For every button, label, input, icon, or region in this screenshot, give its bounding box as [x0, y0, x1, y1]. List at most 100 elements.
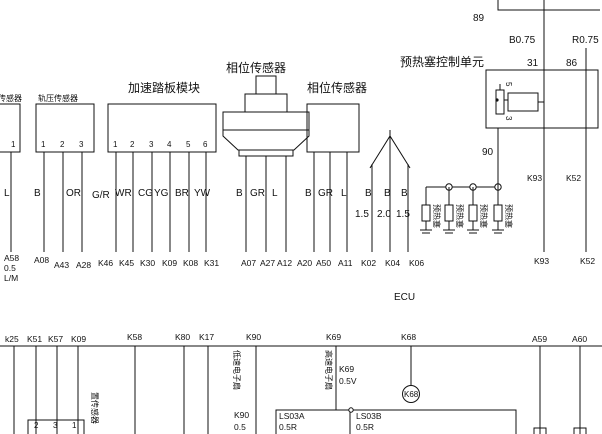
k68-circle-label: K68	[404, 390, 419, 399]
bottom-pin: K90	[246, 332, 261, 342]
bottom-wires	[13, 346, 581, 434]
glow-plug-4-label: 预热塞	[504, 204, 514, 228]
b075-label: B0.75	[509, 35, 536, 46]
wire-90-label: 90	[482, 147, 494, 158]
wire-color: B	[34, 188, 41, 199]
ls03b-size: 0.5R	[356, 422, 374, 432]
glow-plug-3	[468, 204, 478, 222]
rail-pin-1: 1	[41, 140, 46, 149]
bottom-sensor-pin-1: 1	[72, 421, 77, 430]
glow-plug-4	[493, 204, 503, 222]
acc-pin-5: 5	[186, 140, 191, 149]
ecu-pin: K04	[385, 258, 400, 268]
wire-color: CG	[138, 188, 153, 199]
acc-pin-3: 3	[149, 140, 154, 149]
ecu-pin: K45	[119, 258, 134, 268]
wire-color: OR	[66, 188, 81, 199]
ecu-pin: A43	[54, 260, 69, 270]
ecu-pin: K02	[361, 258, 376, 268]
r075-label: R0.75	[572, 35, 599, 46]
phase-sensor-b-label: 相位传感器	[307, 80, 367, 95]
wire-color: B	[236, 188, 243, 199]
left-sensor: 1	[0, 103, 21, 252]
bottom-pin: K09	[71, 334, 86, 344]
bottom-pin: k25	[5, 334, 19, 344]
wire-color: L	[272, 188, 278, 199]
ecu-pin: A27	[260, 258, 275, 268]
glow-plug-bank: 预热塞 预热塞 预热塞 预热塞	[420, 183, 514, 234]
ecu-pin: K93	[534, 256, 549, 266]
glow-plug-control-unit-label: 预热塞控制单元	[400, 54, 484, 69]
bottom-pin-row: k25 K51 K57 K09 K58 K80 K17 K90 K69 K68 …	[5, 332, 587, 344]
relay-pin-5: 5	[504, 82, 513, 87]
wire-89-label: 89	[473, 13, 485, 24]
glow-plug-3-label: 预热塞	[479, 204, 489, 228]
ecu-label: ECU	[394, 292, 415, 303]
ecu-pin-row: A58 0.5 L/M A08 A43 A28 K46 K45 K30 K09 …	[4, 253, 595, 283]
relay-pin-3: 3	[504, 116, 513, 121]
k52-mid-label: K52	[566, 173, 581, 183]
bottom-sensor-pin-3: 3	[53, 421, 58, 430]
glow-plug-1	[421, 204, 431, 222]
wire-color: YW	[194, 188, 211, 199]
acc-pin-2: 2	[130, 140, 135, 149]
ls03b-label: LS03B	[356, 411, 382, 421]
ecu-pin: 0.5	[4, 263, 16, 273]
ecu-pin: K08	[183, 258, 198, 268]
ecu-pin: A20	[297, 258, 312, 268]
k90-wire-label: K90	[234, 410, 249, 420]
k93-mid-label: K93	[527, 173, 542, 183]
rail-pressure-sensor: 1 2 3	[35, 103, 95, 252]
k69-wire-size: 0.5V	[339, 376, 357, 386]
phase-sensor-a-label: 相位传感器	[226, 60, 286, 75]
k69-wire-label: K69	[339, 364, 354, 374]
accel-pedal-module: 1 2 3 4 5 6	[107, 103, 217, 252]
ls03a-label: LS03A	[279, 411, 305, 421]
acc-pin-4: 4	[167, 140, 172, 149]
phase-sensor-b	[306, 103, 360, 252]
bottom-pin: A59	[532, 334, 547, 344]
pin-86-label: 86	[566, 58, 578, 69]
acc-pin-6: 6	[203, 140, 208, 149]
bottom-pin: K51	[27, 334, 42, 344]
low-speed-fan-label: 低速电子扇	[232, 350, 242, 390]
bottom-left-sensor: 2 3 1 置传感器	[27, 392, 100, 434]
a59-connector	[533, 427, 547, 434]
k68-connector-circle	[402, 385, 420, 403]
high-speed-fan-label: 高速电子扇	[324, 350, 334, 390]
wire-color: B	[401, 188, 408, 199]
ecu-pin: A11	[338, 258, 353, 268]
left-sensor-pin-1: 1	[11, 140, 16, 149]
rail-pin-2: 2	[60, 140, 65, 149]
glow-plug-control-unit: 89 B0.75 R0.75 31 86 5 3 90 K93 K52	[473, 0, 600, 252]
wire-color: G/R	[92, 190, 110, 201]
wire-size: 1.5	[396, 209, 410, 220]
glow-plug-2	[444, 204, 454, 222]
accel-pedal-module-label: 加速踏板模块	[128, 81, 200, 95]
wire-color: GR	[250, 188, 265, 199]
wire-color: GR	[318, 188, 333, 199]
bottom-pin: K68	[401, 332, 416, 342]
wire-color: BR	[175, 188, 189, 199]
left-sensor-label: 传感器	[0, 93, 22, 103]
phase-sensor-a	[222, 75, 310, 252]
rail-pressure-sensor-label: 轨压传感器	[38, 93, 78, 103]
relay-box-ls03: LS03A 0.5R LS03B 0.5R	[275, 407, 517, 434]
ecu-pin: A12	[277, 258, 292, 268]
wire-size: 1.5	[355, 209, 369, 220]
wire-color-labels: L B OR G/R WR CG YG BR YW B GR L B GR L …	[4, 188, 410, 220]
bottom-sensor-label: 置传感器	[90, 392, 100, 424]
ecu-pin: A28	[76, 260, 91, 270]
ecu-pin: K52	[580, 256, 595, 266]
bottom-pin: K17	[199, 332, 214, 342]
wire-color: WR	[115, 188, 132, 199]
wire-color: L	[341, 188, 347, 199]
wire-color: B	[384, 188, 391, 199]
ecu-pin: K30	[140, 258, 155, 268]
glow-plug-harness-peak	[369, 130, 411, 252]
pin-31-label: 31	[527, 58, 539, 69]
wire-color: YG	[154, 188, 169, 199]
ecu-pin: A58	[4, 253, 19, 263]
ecu-pin: A08	[34, 255, 49, 265]
